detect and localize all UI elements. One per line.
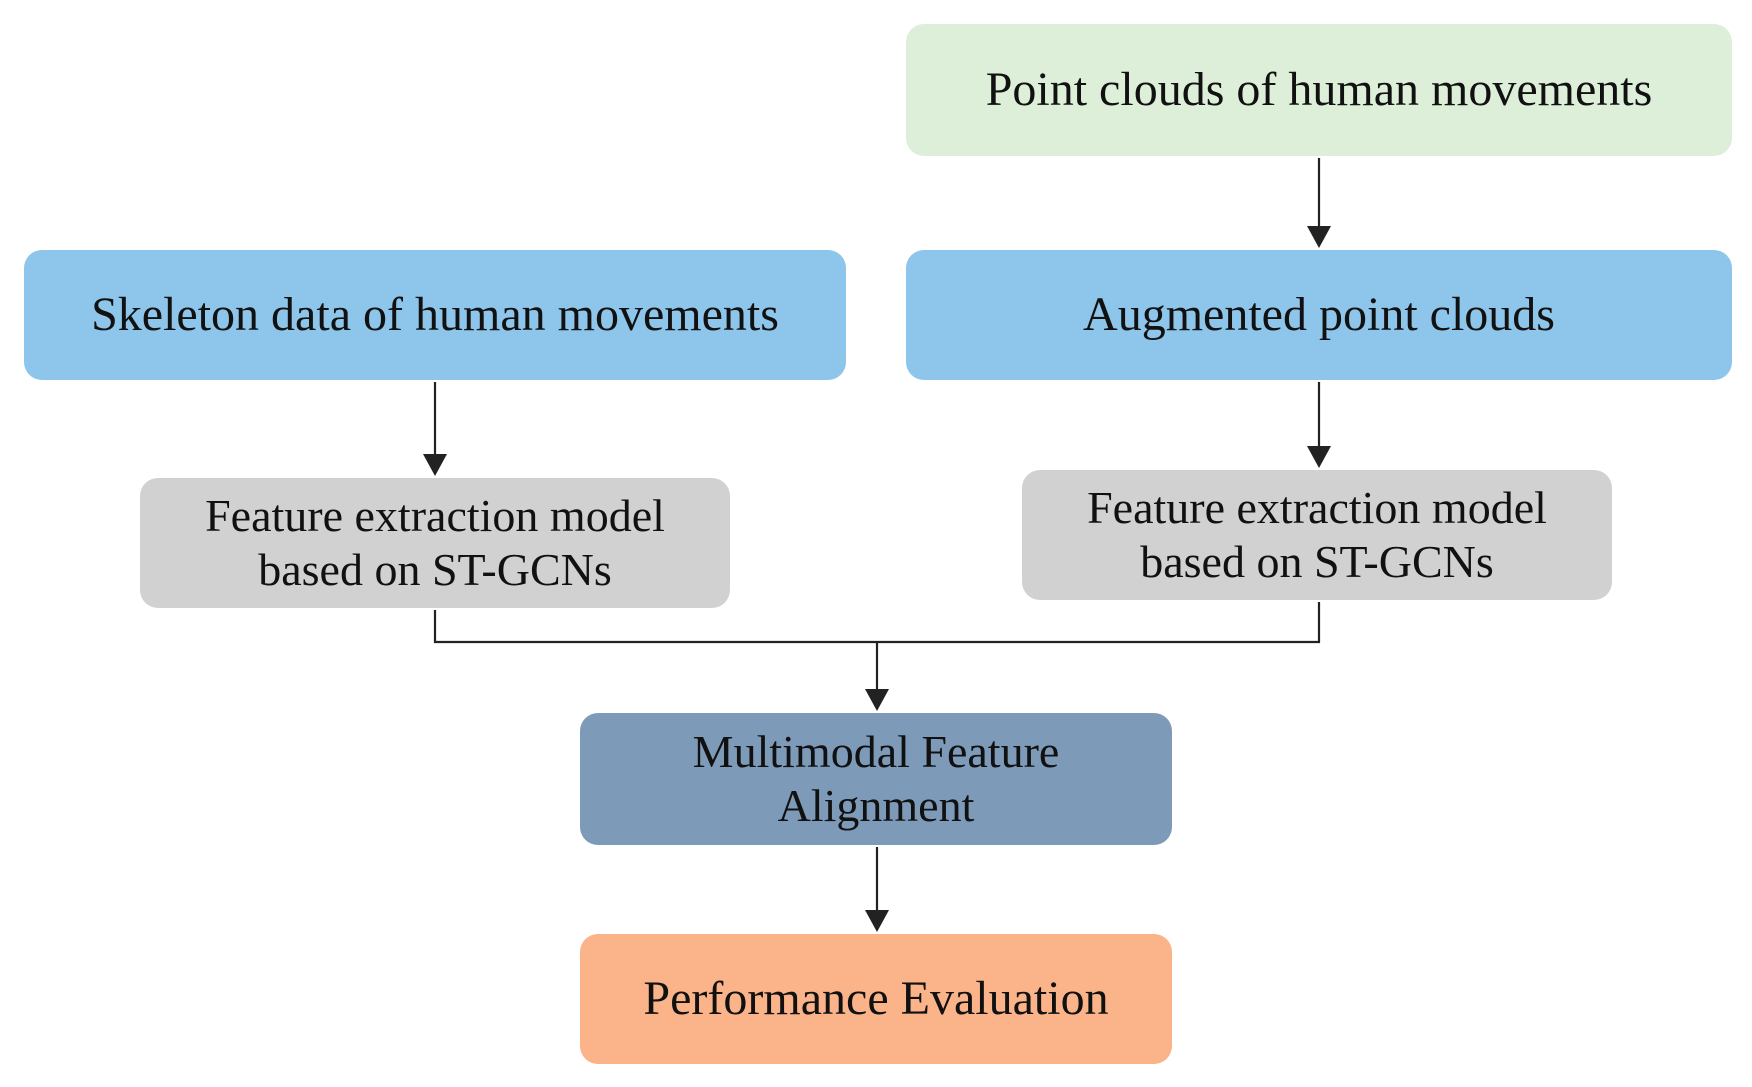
node-feature-extraction-right-line-1: Feature extraction model xyxy=(1087,481,1547,533)
node-performance-evaluation-label: Performance Evaluation xyxy=(643,971,1109,1025)
node-multimodal-feature-alignment: Multimodal Feature Alignment xyxy=(580,713,1172,845)
arrow-alignment-to-performance xyxy=(865,847,889,932)
node-point-clouds: Point clouds of human movements xyxy=(906,24,1732,156)
node-feature-extraction-right: Feature extraction model based on ST-GCN… xyxy=(1022,470,1612,600)
node-augmented-point-clouds: Augmented point clouds xyxy=(906,250,1732,380)
merge-connector-feature-to-alignment xyxy=(433,602,1321,711)
node-feature-extraction-right-line-2: based on ST-GCNs xyxy=(1140,536,1494,587)
node-skeleton-data-label: Skeleton data of human movements xyxy=(91,287,779,341)
arrow-skeleton-to-feature-left xyxy=(423,382,447,476)
node-augmented-point-clouds-label: Augmented point clouds xyxy=(1083,287,1555,341)
node-feature-extraction-left-line-1: Feature extraction model xyxy=(205,489,665,541)
arrow-point-clouds-to-augmented xyxy=(1307,158,1331,248)
node-performance-evaluation: Performance Evaluation xyxy=(580,934,1172,1064)
node-skeleton-data: Skeleton data of human movements xyxy=(24,250,846,380)
node-multimodal-feature-alignment-line-2: Alignment xyxy=(777,780,975,831)
node-multimodal-feature-alignment-line-1: Multimodal Feature xyxy=(692,725,1060,777)
node-feature-extraction-left-line-2: based on ST-GCNs xyxy=(258,544,612,595)
node-feature-extraction-left: Feature extraction model based on ST-GCN… xyxy=(140,478,730,608)
arrow-augmented-to-feature-right xyxy=(1307,382,1331,468)
node-point-clouds-label: Point clouds of human movements xyxy=(985,62,1653,116)
